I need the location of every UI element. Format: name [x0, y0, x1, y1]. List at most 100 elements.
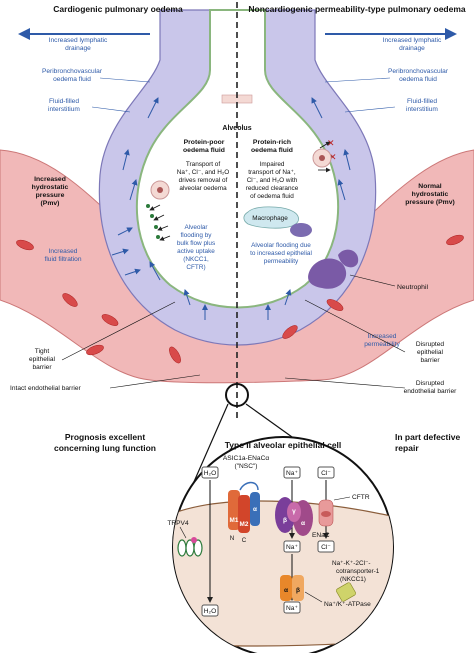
- trpv4-label: TRPV4: [167, 520, 189, 527]
- repair-line2: repair: [395, 443, 419, 453]
- enac-channel: [275, 497, 313, 536]
- nucleus-right: [319, 155, 325, 161]
- right-hydro-line2: hydrostatic: [412, 191, 449, 198]
- atpase-leader: [304, 591, 323, 603]
- poor-text-3: drives removal of: [179, 177, 228, 184]
- asic-enac-channel: [228, 481, 260, 533]
- disrupted-epi-2: epithelial: [417, 349, 444, 356]
- left-filtration-line2: fluid filtration: [44, 256, 81, 263]
- left-hydro-line4: (Pmv): [41, 200, 60, 207]
- alveolus-title: Alveolus: [222, 125, 251, 132]
- nkcc-line2: cotransporter-1: [336, 568, 380, 575]
- na-k-atpase: [280, 575, 304, 601]
- rich-title-2: oedema fluid: [251, 147, 293, 154]
- alpha-label-atpase: α: [284, 587, 288, 594]
- disrupted-epi-leader: [304, 299, 406, 353]
- intact-endothelial: Intact endothelial barrier: [10, 385, 82, 392]
- blocked-marks: ✕ ✕: [327, 138, 337, 162]
- left-peribronch-line2: oedema fluid: [53, 76, 91, 83]
- alpha-label-asic: α: [253, 506, 257, 513]
- poor-title-1: Protein-poor: [184, 139, 225, 146]
- trpv4-channel: [177, 537, 203, 557]
- cftr-leader: [333, 496, 351, 501]
- flood-right-1: Alveolar flooding due: [251, 242, 311, 249]
- trpv4-leader: [179, 526, 187, 539]
- n-terminal: N: [230, 535, 234, 542]
- right-permeability-line1: Increased: [368, 333, 397, 340]
- rich-title-1: Protein-rich: [253, 139, 291, 146]
- poor-title-2: oedema fluid: [183, 147, 225, 154]
- cell-title: Type II alveolar epithelial cell: [225, 440, 342, 450]
- cftr-channel: [318, 499, 334, 527]
- right-interstitium-line2: interstitium: [406, 106, 438, 113]
- m2-label: M2: [240, 521, 249, 528]
- left-lymph-line2: drainage: [65, 45, 91, 52]
- rich-text-4: reduced clearance: [246, 185, 299, 192]
- rich-text-5: of oedema fluid: [250, 193, 294, 200]
- flood-left-4: active uptake: [177, 248, 215, 255]
- poor-text-2: Na⁺, Cl⁻, and H₂O: [177, 169, 230, 176]
- left-hydro-line1: Increased: [34, 176, 66, 183]
- nkcc-line3: (NKCC1): [340, 576, 366, 583]
- right-peribronch-line2: oedema fluid: [399, 76, 437, 83]
- nkcc-line1: Na⁺-K⁺-2Cl⁻-: [332, 560, 371, 567]
- disrupted-epi-1: Disrupted: [416, 341, 445, 348]
- tight-barrier-leader: [61, 301, 176, 361]
- prognosis-line2: concerning lung function: [54, 443, 156, 453]
- prognosis-line1: Prognosis excellent: [65, 432, 145, 442]
- peribronch-leader-left: [99, 77, 151, 83]
- tight-barrier-3: barrier: [32, 364, 52, 371]
- alpha-label-enac: α: [301, 520, 305, 527]
- c-terminal: C: [242, 537, 247, 544]
- tight-barrier-1: Tight: [35, 348, 50, 355]
- m1-label: M1: [230, 517, 239, 524]
- right-hydro-line3: pressure (Pmv): [405, 199, 455, 206]
- na-top: Na⁺: [286, 470, 298, 477]
- cftr-label: CFTR: [352, 494, 370, 501]
- left-peribronch-line1: Peribronchovascular: [42, 68, 103, 75]
- rich-text-3: Cl⁻, and H₂O with: [247, 177, 298, 184]
- flow-arrows: [111, 97, 351, 320]
- right-interstitium-line1: Fluid-filled: [407, 98, 437, 105]
- neutrophil-label: Neutrophil: [397, 284, 428, 291]
- epithelial-pumps: [146, 204, 160, 239]
- repair-line1: In part defective: [395, 432, 460, 442]
- right-permeability-line2: permeability: [364, 341, 400, 348]
- beta-label-enac: β: [283, 517, 287, 524]
- flood-left-5: (NKCC1,: [183, 256, 209, 263]
- beta-label-atpase: β: [296, 587, 300, 594]
- disrupted-epi-3: barrier: [420, 357, 440, 364]
- left-interstitium-line1: Fluid-filled: [49, 98, 79, 105]
- rich-text-1: Impaired: [260, 161, 285, 168]
- right-lymph-line1: Increased lymphatic: [383, 37, 442, 44]
- macrophage-cell: [290, 223, 312, 237]
- flood-right-2: to increased epithelial: [250, 250, 312, 257]
- alveolar-space: [135, 9, 340, 309]
- asic-line2: ("NSC"): [235, 463, 258, 470]
- atpase-label: Na⁺/K⁺-ATPase: [324, 601, 371, 608]
- nkcc1-transporter: [336, 582, 356, 602]
- right-peribronch-line1: Peribronchovascular: [388, 68, 449, 75]
- asic-line1: ASIC1a-ENaCα: [223, 455, 270, 462]
- red-blood-cells: [16, 234, 464, 364]
- gamma-label-enac: γ: [292, 508, 296, 515]
- peribronch-leader-right: [324, 77, 391, 83]
- zoom-marker: [225, 383, 249, 407]
- poor-text-1: Transport of: [186, 161, 220, 168]
- enac-label: ENaC: [312, 532, 330, 539]
- disrupted-endo-2: endothelial barrier: [404, 388, 458, 395]
- rich-text-2: transport of Na⁺,: [248, 169, 296, 176]
- interstitium-leader-left: [91, 106, 131, 113]
- left-hydro-line2: hydrostatic: [32, 184, 69, 191]
- cl-top: Cl⁻: [321, 470, 331, 477]
- poor-text-4: alveolar oedema: [179, 185, 227, 192]
- right-lymph-line2: drainage: [399, 45, 425, 52]
- neutrophil-cell: [308, 258, 347, 289]
- flood-left-2: flooding by: [181, 232, 213, 239]
- left-filtration-line1: Increased: [49, 248, 78, 255]
- header-left: Cardiogenic pulmonary oedema: [53, 4, 183, 14]
- disrupted-endo-leader: [284, 377, 406, 389]
- header-right: Noncardiogenic permeability-type pulmona…: [248, 4, 466, 14]
- h2o-top: H₂O: [204, 470, 216, 477]
